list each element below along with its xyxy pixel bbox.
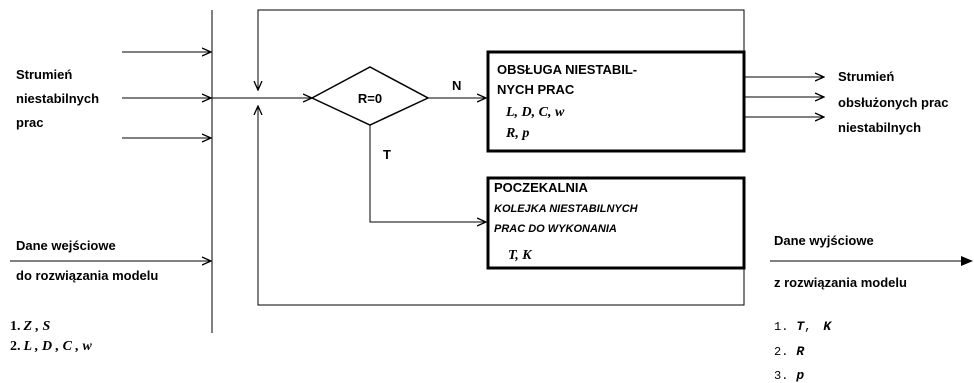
- input-vars-line-1: 1.Z , S: [10, 319, 51, 334]
- output-vars-line-1: 1. T, K: [774, 319, 832, 334]
- output-vars-line-3: 3. p: [774, 368, 804, 383]
- no-branch-label: N: [452, 78, 461, 93]
- service-box-title-2: NYCH PRAC: [497, 82, 575, 97]
- service-box-vars-2: R, p: [505, 126, 529, 141]
- output-stream-line-1: Strumień: [838, 69, 894, 84]
- service-box-title-1: OBSŁUGA NIESTABIL-: [497, 62, 637, 77]
- output-vars-3-num: 3.: [774, 369, 788, 383]
- yes-branch-label: T: [383, 147, 391, 162]
- input-data-line-1: Dane wejściowe: [16, 238, 116, 253]
- output-vars-1-sep: ,: [804, 320, 811, 334]
- waiting-box-sub-1: KOLEJKA NIESTABILNYCH: [494, 203, 639, 215]
- input-stream-line-3: prac: [16, 115, 43, 130]
- output-stream-line-3: niestabilnych: [838, 120, 921, 135]
- output-vars-1-num: 1.: [774, 320, 788, 334]
- output-vars-2-num: 2.: [774, 345, 788, 359]
- waiting-room-box: [486, 176, 746, 270]
- input-stream-line-2: niestabilnych: [16, 91, 99, 106]
- output-stream-line-2: obsłużonych prac: [838, 95, 949, 110]
- decision-label: R=0: [358, 91, 382, 106]
- output-vars-1-K: K: [823, 319, 832, 334]
- service-box: [486, 50, 746, 153]
- input-vars-1-num: 1.: [10, 319, 21, 334]
- service-box-vars-1: L, D, C, w: [505, 105, 565, 120]
- input-stream-line-1: Strumień: [16, 67, 72, 82]
- output-data-line-2: z rozwiązania modelu: [774, 275, 907, 290]
- input-vars-1-vars: Z , S: [23, 319, 51, 334]
- waiting-box-title: POCZEKALNIA: [494, 180, 589, 195]
- waiting-box-sub-2: PRAC DO WYKONANIA: [494, 223, 617, 235]
- output-vars-3-p: p: [795, 368, 804, 383]
- output-vars-line-2: 2. R: [774, 344, 804, 359]
- output-data-line-1: Dane wyjściowe: [774, 233, 874, 248]
- yes-branch-arrow: [369, 125, 486, 222]
- input-vars-2-num: 2.: [10, 339, 21, 354]
- output-vars-1-T: T: [796, 319, 805, 334]
- feedback-loop-top: [258, 9, 745, 90]
- output-vars-2-R: R: [796, 344, 804, 359]
- input-vars-2-vars: L , D , C , w: [23, 339, 93, 354]
- input-vars-line-2: 2.L , D , C , w: [10, 339, 92, 354]
- waiting-box-vars: T, K: [508, 248, 533, 263]
- input-data-line-2: do rozwiązania modelu: [16, 268, 158, 283]
